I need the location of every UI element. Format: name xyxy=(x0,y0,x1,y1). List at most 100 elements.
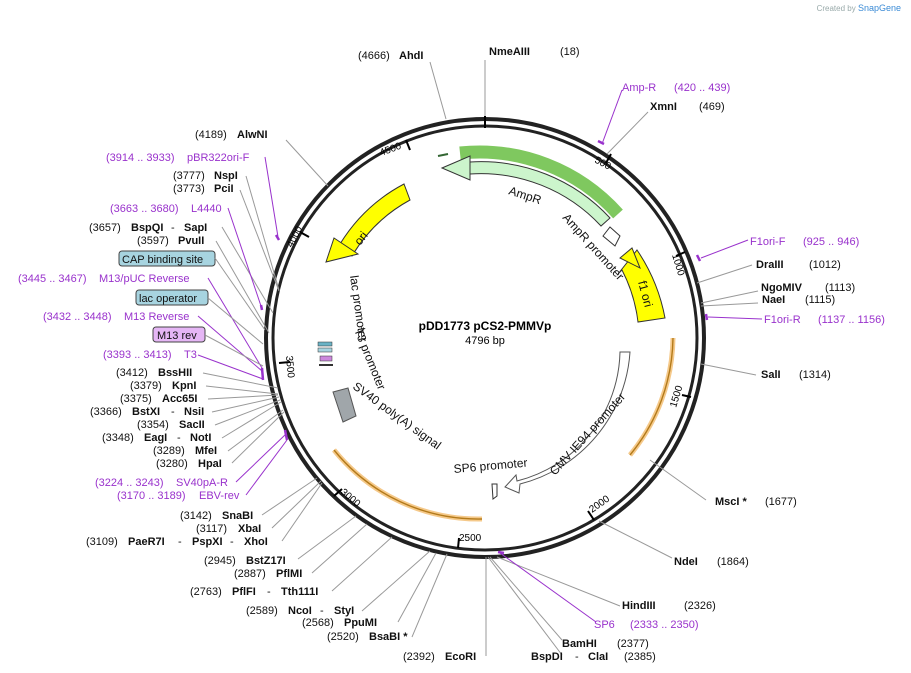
svg-text:AhdI: AhdI xyxy=(399,50,423,62)
site-ngomiv[interactable]: NgoMIV (1113) xyxy=(761,282,855,294)
svg-text:(3663 .. 3680): (3663 .. 3680) xyxy=(110,203,179,215)
site-alwni[interactable]: (4189) AlwNI xyxy=(195,129,268,141)
svg-text:(3117): (3117) xyxy=(196,523,227,535)
svg-text:F1ori-F: F1ori-F xyxy=(750,236,786,248)
site-pvuii[interactable]: (3597) PvuII xyxy=(137,235,204,247)
feature-cds-arc-right-line xyxy=(629,337,674,456)
svg-text:(3597): (3597) xyxy=(137,235,169,247)
primer-f1ori-r[interactable]: F1ori-R (1137 .. 1156) xyxy=(764,314,885,326)
svg-text:-: - xyxy=(317,605,327,617)
svg-text:(1115): (1115) xyxy=(805,294,835,306)
svg-text:SalI: SalI xyxy=(761,369,781,381)
svg-text:(1864): (1864) xyxy=(717,556,749,568)
feature-ampr-promoter[interactable] xyxy=(602,226,621,247)
site-sali[interactable]: SalI (1314) xyxy=(761,369,831,381)
svg-text:SV40pA-R: SV40pA-R xyxy=(176,477,228,489)
site-eagi-noti[interactable]: (3348) EagI - NotI xyxy=(102,432,211,444)
site-xbai[interactable]: (3117) XbaI xyxy=(196,523,261,535)
site-kpni[interactable]: (3379) KpnI xyxy=(130,380,196,392)
svg-text:BstXI: BstXI xyxy=(132,406,160,418)
svg-text:NspI: NspI xyxy=(214,170,238,182)
site-ndei[interactable]: NdeI (1864) xyxy=(674,556,749,568)
feature-ori[interactable] xyxy=(325,183,411,263)
svg-text:M13 Reverse: M13 Reverse xyxy=(124,311,189,323)
snapgene-logo: SnapGene xyxy=(857,3,901,13)
primer-sv40pa-r[interactable]: (3224 .. 3243) SV40pA-R xyxy=(95,477,228,489)
primer-amp-r[interactable]: Amp-R (420 .. 439) xyxy=(622,82,730,94)
feature-cds-arc-bottom[interactable] xyxy=(332,448,483,522)
box-m13-rev[interactable]: M13 rev xyxy=(152,326,206,343)
site-nmeaiii[interactable]: NmeAIII (18) xyxy=(489,46,580,58)
site-hpai[interactable]: (3280) HpaI xyxy=(156,458,222,470)
site-bspdi-clai[interactable]: BspDI - ClaI (2385) xyxy=(531,651,656,663)
svg-text:PflFI: PflFI xyxy=(232,586,256,598)
primer-t3[interactable]: (3393 .. 3413) T3 xyxy=(103,349,197,361)
site-draiii[interactable]: DraIII (1012) xyxy=(756,259,841,271)
svg-text:(1113): (1113) xyxy=(825,282,855,294)
svg-text:(2589): (2589) xyxy=(246,605,278,617)
svg-text:(3432 .. 3448): (3432 .. 3448) xyxy=(43,311,112,323)
site-msci[interactable]: MscI * (1677) xyxy=(715,496,797,508)
site-ahdi[interactable]: (4666) AhdI xyxy=(358,50,423,62)
svg-text:(3375): (3375) xyxy=(120,393,152,405)
box-cap-binding-site[interactable]: CAP binding site xyxy=(118,250,216,267)
box-lac-operator[interactable]: lac operator xyxy=(135,289,209,306)
label-ampr: AmpR xyxy=(507,184,543,208)
site-pflmi[interactable]: (2887) PflMI xyxy=(234,568,302,580)
site-bsabi[interactable]: (2520) BsaBI * xyxy=(327,631,408,643)
primer-sp6[interactable]: SP6 (2333 .. 2350) xyxy=(594,619,699,631)
svg-text:(3393 .. 3413): (3393 .. 3413) xyxy=(103,349,172,361)
site-snabi[interactable]: (3142) SnaBI xyxy=(180,510,253,522)
svg-text:-: - xyxy=(168,406,178,418)
site-pflfi-tth111i[interactable]: (2763) PflFI - Tth111I xyxy=(190,586,318,598)
feature-f1-ori[interactable] xyxy=(617,247,666,323)
tick-label-3000: 3000 xyxy=(338,487,362,510)
site-naei[interactable]: NaeI (1115) xyxy=(762,294,835,306)
site-bstxi-nsii[interactable]: (3366) BstXI - NsiI xyxy=(90,406,204,418)
svg-text:(3224 .. 3243): (3224 .. 3243) xyxy=(95,477,164,489)
svg-text:NcoI: NcoI xyxy=(288,605,312,617)
feature-cmv-promoter[interactable] xyxy=(504,351,631,494)
svg-text:F1ori-R: F1ori-R xyxy=(764,314,801,326)
primer-ebv-rev[interactable]: (3170 .. 3189) EBV-rev xyxy=(117,490,240,502)
site-ncoi-styi[interactable]: (2589) NcoI - StyI xyxy=(246,605,354,617)
site-sacii[interactable]: (3354) SacII xyxy=(137,419,205,431)
site-hindiii[interactable]: HindIII (2326) xyxy=(622,600,716,612)
svg-text:SnaBI: SnaBI xyxy=(222,510,253,522)
site-bstz17i[interactable]: (2945) BstZ17I xyxy=(204,555,286,567)
site-bspqi-sapi[interactable]: (3657) BspQI - SapI xyxy=(89,222,207,234)
svg-text:NgoMIV: NgoMIV xyxy=(761,282,803,294)
site-pcii[interactable]: (3773) PciI xyxy=(173,183,234,195)
site-paer7i-pspxi-xhoi[interactable]: (3109) PaeR7I - PspXI - XhoI xyxy=(86,536,268,548)
primer-l4440[interactable]: (3663 .. 3680) L4440 xyxy=(110,203,222,215)
site-ppumi[interactable]: (2568) PpuMI xyxy=(302,617,377,629)
site-xmni[interactable]: XmnI (469) xyxy=(650,101,725,113)
primer-m13-puc-reverse[interactable]: (3445 .. 3467) M13/pUC Reverse xyxy=(18,273,189,285)
svg-text:(3777): (3777) xyxy=(173,170,205,182)
site-bamhi[interactable]: BamHI (2377) xyxy=(562,638,649,650)
feature-cds-arc-right[interactable] xyxy=(628,337,676,457)
svg-text:BstZ17I: BstZ17I xyxy=(246,555,286,567)
primer-f1ori-f[interactable]: F1ori-F (925 .. 946) xyxy=(750,236,859,248)
site-nspi[interactable]: (3777) NspI xyxy=(173,170,238,182)
site-mfei[interactable]: (3289) MfeI xyxy=(153,445,217,457)
primer-m13-reverse[interactable]: (3432 .. 3448) M13 Reverse xyxy=(43,311,189,323)
feature-lac-cap-marks xyxy=(317,341,333,366)
svg-text:(3289): (3289) xyxy=(153,445,185,457)
svg-text:(3379): (3379) xyxy=(130,380,162,392)
svg-text:(1314): (1314) xyxy=(799,369,831,381)
svg-text:(2377): (2377) xyxy=(617,638,649,650)
feature-sp6-promoter[interactable] xyxy=(491,483,498,500)
svg-text:-: - xyxy=(227,536,237,548)
box-leader-lines xyxy=(204,257,266,367)
site-ecori[interactable]: (2392) EcoRI xyxy=(403,651,476,663)
primer-pbr322ori-f[interactable]: (3914 .. 3933) pBR322ori-F xyxy=(106,152,250,164)
plasmid-length: 4796 bp xyxy=(465,335,505,347)
svg-text:M13/pUC Reverse: M13/pUC Reverse xyxy=(99,273,189,285)
feature-ampr[interactable] xyxy=(437,145,623,227)
svg-text:(1137 .. 1156): (1137 .. 1156) xyxy=(818,314,885,326)
site-acc65i[interactable]: (3375) Acc65I xyxy=(120,393,197,405)
feature-sv40-polya[interactable] xyxy=(332,387,357,423)
site-bsshii[interactable]: (3412) BssHII xyxy=(116,367,192,379)
feature-cds-arc-bottom-line xyxy=(333,449,483,520)
